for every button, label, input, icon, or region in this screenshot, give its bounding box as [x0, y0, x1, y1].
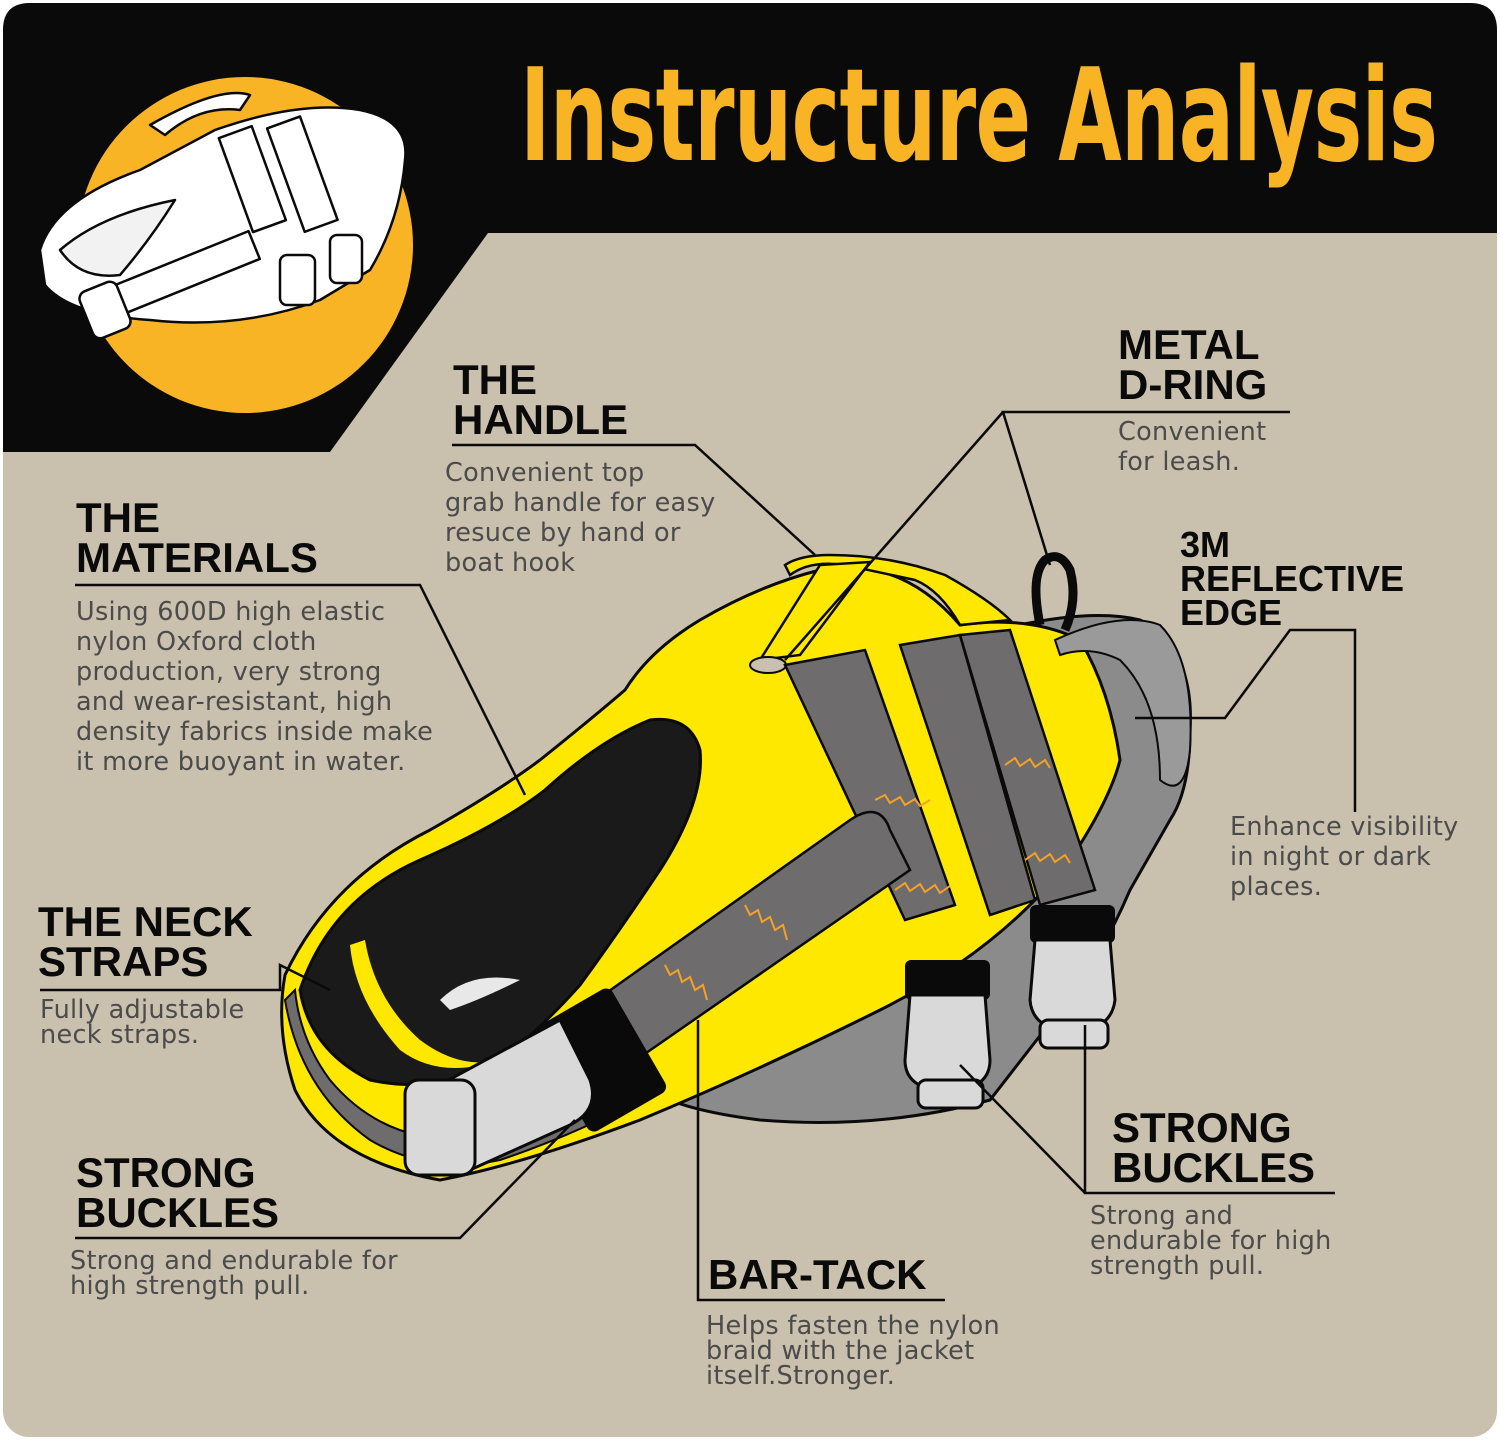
dring-heading-line: D-RING [1118, 361, 1268, 408]
bartack-description: Helps fasten the nylon braid with the ja… [706, 1311, 1001, 1391]
bartack-leader [696, 1020, 945, 1302]
materials-leader [75, 583, 527, 796]
buckles-left-text-line: Strong and endurable for [70, 1246, 398, 1276]
buckles-right-heading: STRONG BUCKLES [1112, 1104, 1316, 1191]
bartack-text-line: Helps fasten the nylon [706, 1311, 1001, 1341]
buckles-left-heading: STRONG BUCKLES [76, 1149, 280, 1236]
life-jacket-illustration [280, 552, 1192, 1182]
buckles-right-leader-2 [959, 1064, 1086, 1194]
buckles-right-heading-line: BUCKLES [1112, 1144, 1316, 1191]
neck-text-line: Fully adjustable [40, 995, 245, 1025]
materials-description: Using 600D high elastic nylon Oxford clo… [76, 597, 433, 777]
buckles-right-heading-line: STRONG [1112, 1104, 1292, 1151]
neck-text-line: neck straps. [40, 1020, 200, 1050]
buckles-left-text-line: high strength pull. [70, 1271, 310, 1301]
materials-heading: THE MATERIALS [76, 494, 318, 581]
dring-text-line: for leash. [1118, 447, 1241, 477]
reflective-heading: 3M REFLECTIVE EDGE [1180, 524, 1405, 633]
buckles-right-text-line: strength pull. [1090, 1251, 1265, 1281]
materials-text-line: nylon Oxford cloth [76, 627, 317, 657]
materials-text-line: Using 600D high elastic [76, 597, 386, 627]
materials-text-line: density fabrics inside make [76, 717, 434, 747]
reflective-leader [1135, 628, 1357, 812]
reflective-text-line: Enhance visibility [1230, 812, 1459, 842]
leader-lines [40, 410, 1357, 1302]
materials-text-line: it more buoyant in water. [76, 747, 406, 777]
dring-heading: METAL D-RING [1118, 321, 1268, 408]
neck-heading: THE NECK STRAPS [38, 898, 253, 985]
reflective-text-line: places. [1230, 872, 1323, 902]
reflective-heading-line: REFLECTIVE [1180, 558, 1405, 599]
buckles-left-heading-line: STRONG [76, 1149, 256, 1196]
materials-heading-line: MATERIALS [76, 534, 318, 581]
handle-text-line: grab handle for easy [445, 488, 716, 518]
handle-heading-line: HANDLE [453, 396, 628, 443]
dring-leader-2 [784, 411, 1004, 661]
neck-leader [40, 962, 331, 992]
page-title: Instructure Analysis [520, 42, 1438, 191]
bartack-heading-line: BAR-TACK [708, 1251, 927, 1298]
reflective-text-line: in night or dark [1230, 842, 1432, 872]
neck-heading-line: STRAPS [38, 938, 209, 985]
bartack-heading: BAR-TACK [708, 1251, 927, 1298]
handle-heading-line: THE [453, 356, 537, 403]
reflective-heading-line: 3M [1180, 524, 1231, 565]
handle-text-line: boat hook [445, 548, 576, 578]
harness-sketch-icon [38, 91, 407, 340]
materials-text-line: and wear-resistant, high [76, 687, 393, 717]
buckles-right-text-line: endurable for high [1090, 1226, 1332, 1256]
reflective-heading-line: EDGE [1180, 592, 1283, 633]
buckles-right-description: Strong and endurable for high strength p… [1090, 1201, 1332, 1281]
handle-leader [452, 443, 816, 556]
buckles-right-text-line: Strong and [1090, 1201, 1234, 1231]
buckles-left-leader [75, 1119, 576, 1240]
buckles-left-description: Strong and endurable for high strength p… [70, 1246, 398, 1301]
materials-heading-line: THE [76, 494, 160, 541]
handle-text-line: resuce by hand or [445, 518, 681, 548]
dring-heading-line: METAL [1118, 321, 1260, 368]
neck-description: Fully adjustable neck straps. [40, 995, 245, 1050]
materials-text-line: production, very strong [76, 657, 382, 687]
dring-text-line: Convenient [1118, 417, 1267, 447]
neck-heading-line: THE NECK [38, 898, 253, 945]
reflective-description: Enhance visibility in night or dark plac… [1230, 812, 1459, 902]
buckles-left-heading-line: BUCKLES [76, 1189, 280, 1236]
handle-heading: THE HANDLE [453, 356, 628, 443]
bartack-text-line: itself.Stronger. [706, 1361, 896, 1391]
handle-description: Convenient top grab handle for easy resu… [445, 458, 715, 578]
handle-text-line: Convenient top [445, 458, 645, 488]
bartack-text-line: braid with the jacket [706, 1336, 975, 1366]
dring-description: Convenient for leash. [1118, 417, 1266, 477]
